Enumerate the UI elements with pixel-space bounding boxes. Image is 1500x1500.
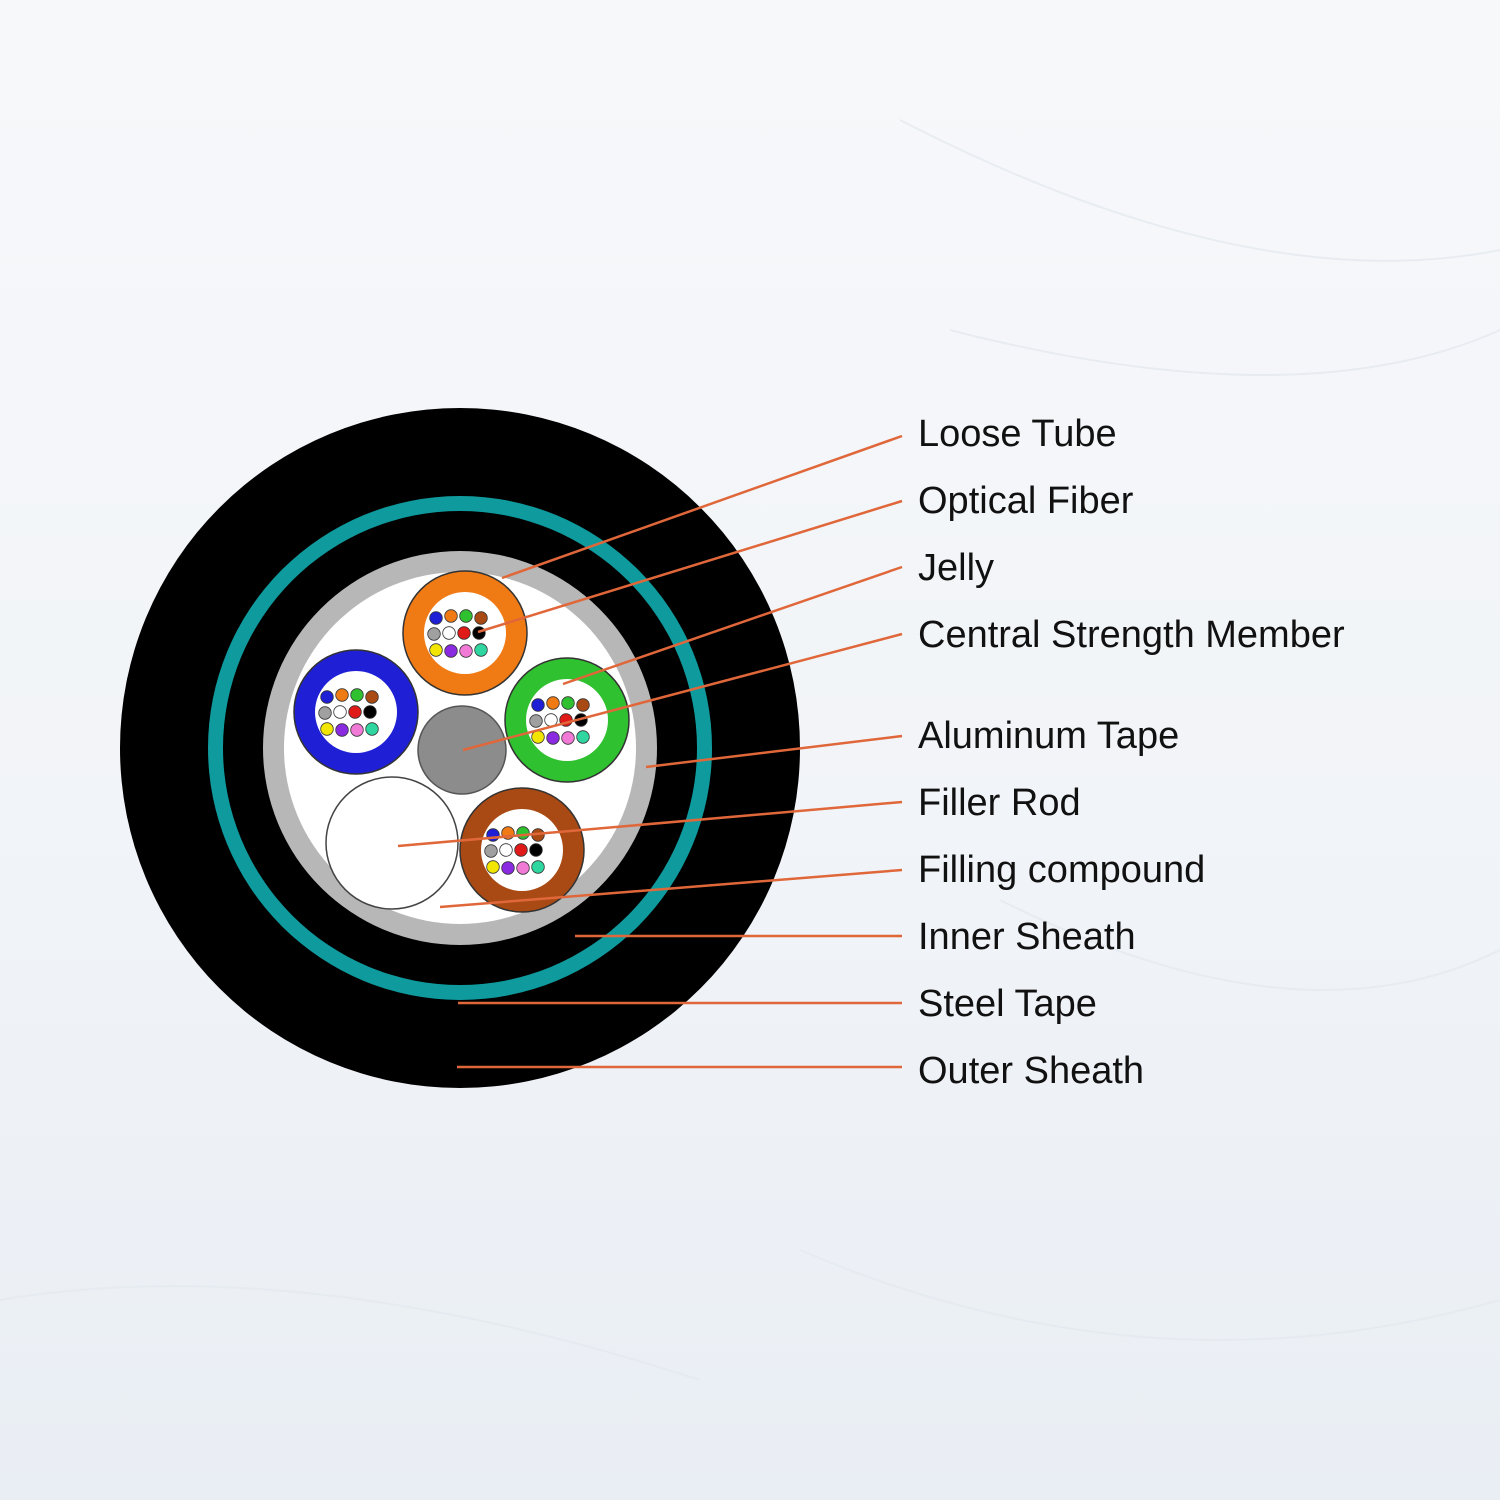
optical-fiber	[531, 698, 545, 712]
optical-fiber	[457, 626, 471, 640]
label-aluminum-tape: Aluminum Tape	[918, 715, 1179, 757]
optical-fiber	[474, 611, 488, 625]
optical-fiber	[531, 860, 545, 874]
optical-fiber	[529, 714, 543, 728]
optical-fiber	[333, 705, 347, 719]
optical-fiber	[363, 705, 377, 719]
optical-fiber	[501, 861, 515, 875]
optical-fiber	[561, 731, 575, 745]
leader-central-strength-member	[462, 632, 903, 752]
central-strength-member	[417, 705, 507, 795]
optical-fiber	[516, 826, 530, 840]
leader-jelly	[562, 565, 903, 686]
optical-fiber	[459, 644, 473, 658]
leader-filler-rod	[397, 800, 903, 848]
optical-fiber	[444, 609, 458, 623]
optical-fiber	[350, 688, 364, 702]
optical-fiber	[499, 843, 513, 857]
loose-tube-brown	[459, 787, 585, 913]
cable-cross-section	[120, 408, 800, 1088]
optical-fiber	[320, 722, 334, 736]
optical-fiber	[429, 611, 443, 625]
optical-fiber	[486, 828, 500, 842]
optical-fiber	[576, 698, 590, 712]
optical-fiber	[459, 609, 473, 623]
optical-fiber	[318, 706, 332, 720]
optical-fiber	[365, 722, 379, 736]
optical-fiber	[427, 627, 441, 641]
optical-fiber	[350, 723, 364, 737]
optical-fiber	[442, 626, 456, 640]
optical-fiber	[516, 861, 530, 875]
label-outer-sheath: Outer Sheath	[918, 1050, 1144, 1092]
label-optical-fiber: Optical Fiber	[918, 480, 1134, 522]
leader-lines	[397, 434, 903, 1069]
leader-aluminum-tape	[645, 734, 903, 769]
leader-filling-compound	[439, 868, 903, 909]
optical-fiber	[561, 696, 575, 710]
label-filler-rod: Filler Rod	[918, 782, 1081, 824]
optical-fiber	[335, 723, 349, 737]
optical-fiber	[474, 643, 488, 657]
optical-fiber	[576, 730, 590, 744]
loose-tube-blue	[293, 649, 419, 775]
leader-optical-fiber	[477, 499, 903, 634]
optical-fiber	[472, 626, 486, 640]
optical-fiber	[335, 688, 349, 702]
optical-fiber	[514, 843, 528, 857]
optical-fiber	[365, 690, 379, 704]
label-central-strength-member: Central Strength Member	[918, 614, 1345, 656]
label-filling-compound: Filling compound	[918, 849, 1205, 891]
leader-loose-tube	[501, 434, 903, 580]
label-loose-tube: Loose Tube	[918, 413, 1117, 455]
optical-fiber	[484, 844, 498, 858]
optical-fiber	[348, 705, 362, 719]
callout-labels: Loose Tube Optical Fiber Jelly Central S…	[918, 413, 1345, 1092]
optical-fiber	[546, 696, 560, 710]
optical-fiber	[486, 860, 500, 874]
loose-tube-orange	[402, 570, 528, 696]
optical-fiber	[429, 643, 443, 657]
label-inner-sheath: Inner Sheath	[918, 916, 1136, 958]
optical-fiber	[444, 644, 458, 658]
optical-fiber	[546, 731, 560, 745]
loose-tube-green	[504, 657, 630, 783]
label-jelly: Jelly	[918, 547, 994, 589]
optical-fiber	[320, 690, 334, 704]
filler-rod	[325, 776, 459, 910]
label-steel-tape: Steel Tape	[918, 983, 1097, 1025]
optical-fiber	[529, 843, 543, 857]
